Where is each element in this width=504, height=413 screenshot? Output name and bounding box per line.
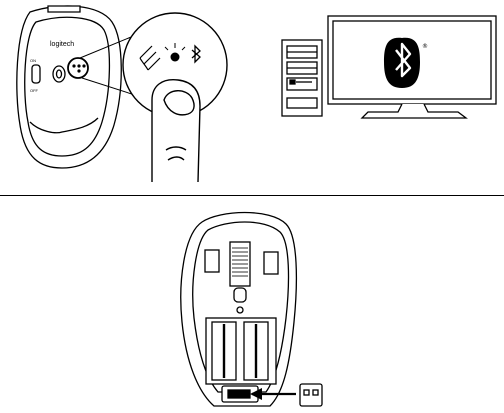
mouse-switch-label: ON — [30, 58, 36, 63]
battery-compartment — [206, 318, 276, 384]
receiver-storage-illustration — [0, 202, 504, 413]
bluetooth-pairing-illustration: logitech ON OFF — [0, 0, 504, 190]
registered-mark: ® — [422, 43, 428, 50]
mouse-underside — [17, 6, 121, 168]
mouse-open-underside — [181, 213, 297, 407]
top-illustration-panel: logitech ON OFF — [0, 0, 504, 190]
mouse-logo-text: logitech — [50, 41, 74, 48]
desktop-tower — [282, 40, 322, 116]
panel-divider — [0, 195, 504, 196]
mouse-switch-label-2: OFF — [30, 88, 39, 93]
connect-button — [171, 53, 180, 62]
bottom-illustration-panel — [0, 202, 504, 413]
usb-receiver-icon — [300, 384, 322, 406]
finger — [152, 80, 200, 182]
zoom-circle — [123, 13, 227, 182]
bluetooth-icon — [384, 38, 420, 88]
